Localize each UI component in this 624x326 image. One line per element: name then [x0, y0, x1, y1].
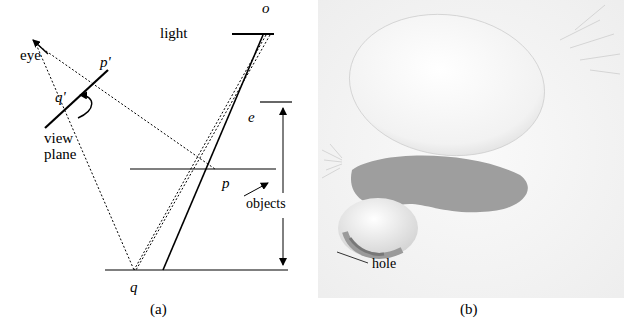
scene-a: [33, 34, 292, 270]
objects-label: objects: [246, 197, 286, 212]
point-label: e: [248, 110, 255, 126]
viewer-label: eye: [20, 48, 41, 64]
panel-label: (b): [460, 302, 478, 318]
point-label: q': [55, 90, 66, 106]
light-label: light: [160, 26, 188, 42]
point-label: q: [130, 280, 138, 296]
rendering-b: [318, 0, 624, 298]
point-label: o: [262, 1, 270, 17]
point-label: p: [222, 176, 230, 192]
plane-label: view plane: [44, 131, 84, 163]
point-label: p': [100, 55, 111, 71]
callout-label: hole: [372, 257, 396, 272]
panel-label: (a): [150, 302, 167, 318]
